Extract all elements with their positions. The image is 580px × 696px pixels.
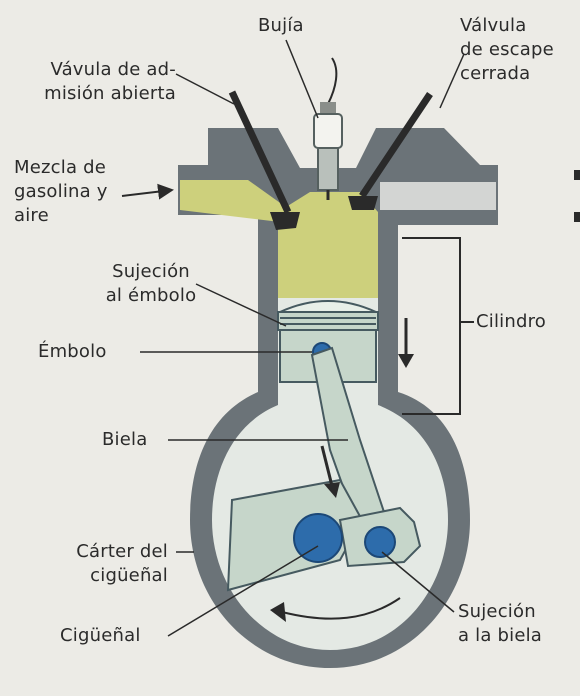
- crankcase-label: Cárter del cigüeñal: [20, 540, 168, 588]
- edge-mark: [574, 212, 580, 222]
- rod-journal-pin: [364, 526, 396, 558]
- crankcase-label-line: Cárter del: [76, 541, 168, 562]
- intake-valve-label-line: Vávula de ad-: [50, 59, 176, 80]
- crankcase-label-line: cigüeñal: [90, 565, 168, 586]
- leader-crankshaft: [167, 545, 319, 637]
- rod-pin-label: Sujeción a la biela: [458, 600, 542, 648]
- leader-intake-valve: [175, 73, 235, 105]
- exhaust-port: [380, 182, 496, 210]
- leader-spark-plug: [285, 39, 319, 119]
- rod-pin-label-line: Sujeción: [458, 601, 536, 622]
- mixture-label: Mezcla de gasolina y aire: [14, 156, 108, 228]
- intake-port: [180, 180, 290, 222]
- intake-arrow: [121, 183, 174, 200]
- exhaust-valve-label-line: de escape: [460, 39, 554, 60]
- cylinder-label: Cilindro: [476, 311, 547, 332]
- leader-exhaust-valve: [439, 53, 465, 109]
- combustion-chamber: [278, 192, 378, 298]
- rotation-arrow: [270, 597, 401, 622]
- piston-label: Émbolo: [38, 341, 107, 362]
- piston-pin-label-line: Sujeción: [112, 261, 190, 282]
- leader-rod-pin: [381, 551, 455, 613]
- exhaust-valve: [348, 92, 433, 210]
- piston-pin-label: Sujeción al émbolo: [96, 260, 206, 308]
- cylinder-bracket: [402, 237, 461, 415]
- crankshaft-bearing: [293, 513, 343, 563]
- exhaust-valve-label: Válvula de escape cerrada: [460, 14, 554, 86]
- rod-pin-label-line: a la biela: [458, 625, 543, 646]
- mixture-label-line: gasolina y: [14, 181, 108, 202]
- intake-valve: [228, 90, 300, 230]
- intake-valve-label-line: misión abierta: [44, 83, 176, 104]
- exhaust-valve-label-line: cerrada: [460, 63, 531, 84]
- spark-plug-label: Bujía: [258, 15, 304, 36]
- edge-mark: [574, 170, 580, 180]
- piston-direction-arrow: [398, 318, 414, 368]
- crankshaft-label: Cigüeñal: [60, 625, 141, 646]
- mixture-label-line: aire: [14, 205, 49, 226]
- exhaust-valve-label-line: Válvula: [460, 15, 527, 36]
- spark-plug: [313, 57, 343, 200]
- mixture-label-line: Mezcla de: [14, 157, 107, 178]
- intake-valve-label: Vávula de ad- misión abierta: [6, 58, 176, 106]
- connecting-rod-label: Biela: [102, 429, 148, 450]
- rod-direction-arrow: [320, 445, 340, 498]
- piston-pin-label-line: al émbolo: [105, 285, 197, 306]
- leader-piston-pin: [195, 283, 287, 327]
